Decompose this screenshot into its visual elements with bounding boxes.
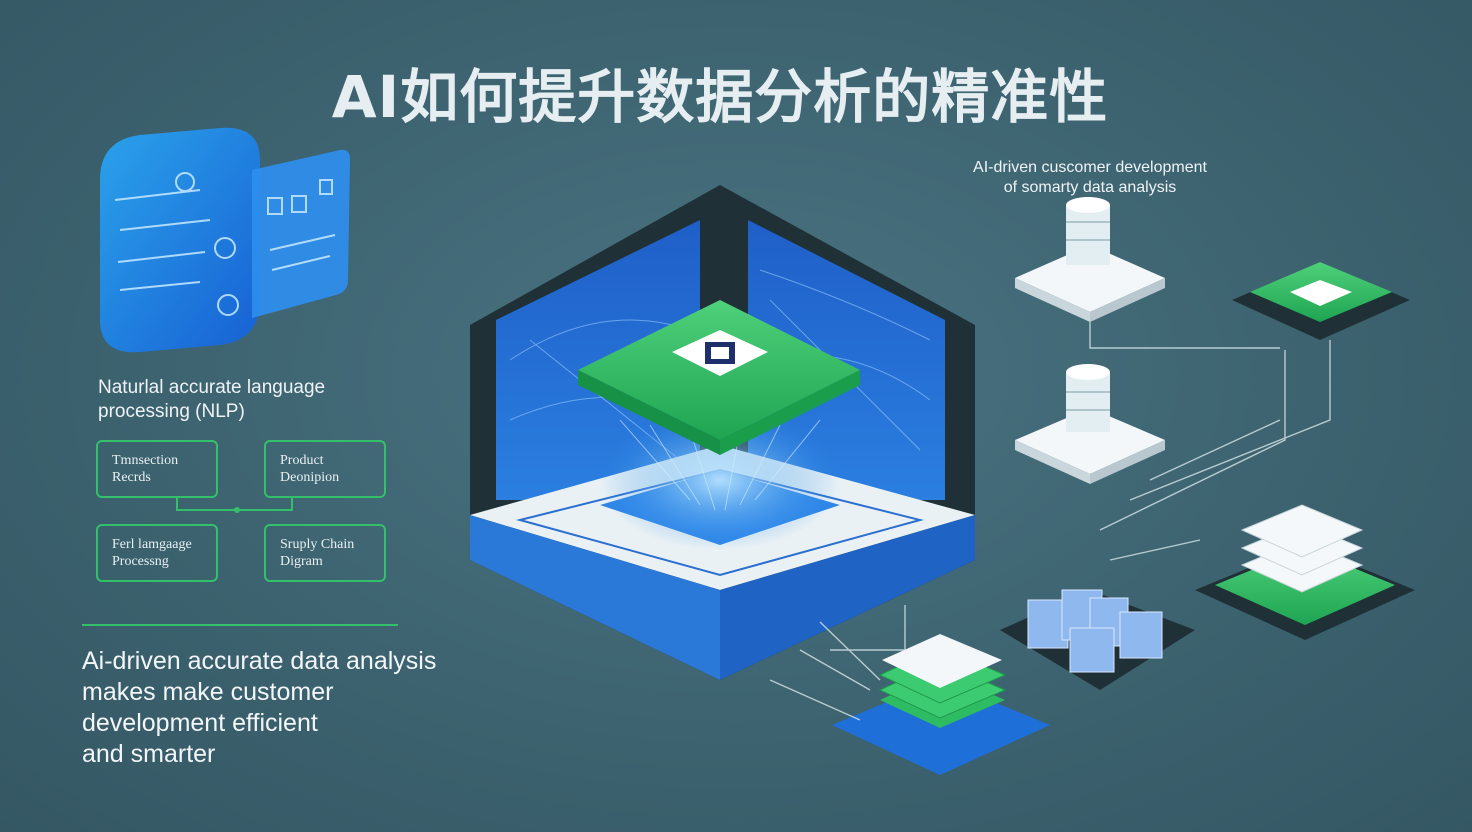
database-node-top [1015,197,1165,322]
tagline-line: and smarter [82,740,216,768]
connection-lines [769,322,1331,721]
nlp-label: Naturlal accurate language processing (N… [98,376,325,424]
page-title: AI如何提升数据分析的精准性 [331,63,1109,131]
nlp-label-line2: processing (NLP) [98,401,245,422]
box-line1: Sruply Chain [280,537,355,552]
nlp-tablet-icon [100,127,350,353]
caption-line1: AI-driven cuscomer development [973,159,1207,176]
caption-line2: of somarty data analysis [1003,179,1177,196]
box-line1: Tmnsection [112,453,179,468]
green-chip-node [1232,262,1410,340]
category-box-language: Ferl lamgaage Processng [96,524,218,582]
server-stack-node [1195,504,1415,640]
box-line1: Product [280,453,324,468]
divider [82,624,398,626]
nlp-label-line1: Naturlal accurate language [98,377,326,398]
box-line1: Ferl lamgaage [112,537,192,552]
box-line2: Processng [112,554,169,569]
box-line2: Deonipion [280,470,340,485]
tagline: Ai-driven accurate data analysis makes m… [82,646,502,770]
tagline-line: Ai-driven accurate data analysis [82,647,437,675]
tagline-line: makes make customer [82,678,334,706]
tagline-line: development efficient [82,709,318,737]
central-platform [470,185,975,680]
category-box-supply-chain: Sruply Chain Digram [264,524,386,582]
box-line2: Digram [280,554,323,569]
right-caption: AI-driven cuscomer development of somart… [920,158,1260,198]
box-line2: Recrds [112,470,151,485]
database-node-middle [1015,364,1165,484]
green-stack-node [832,634,1050,775]
cube-cluster-node [1000,589,1195,690]
category-box-transaction: Tmnsection Recrds [96,440,218,498]
category-box-product: Product Deonipion [264,440,386,498]
